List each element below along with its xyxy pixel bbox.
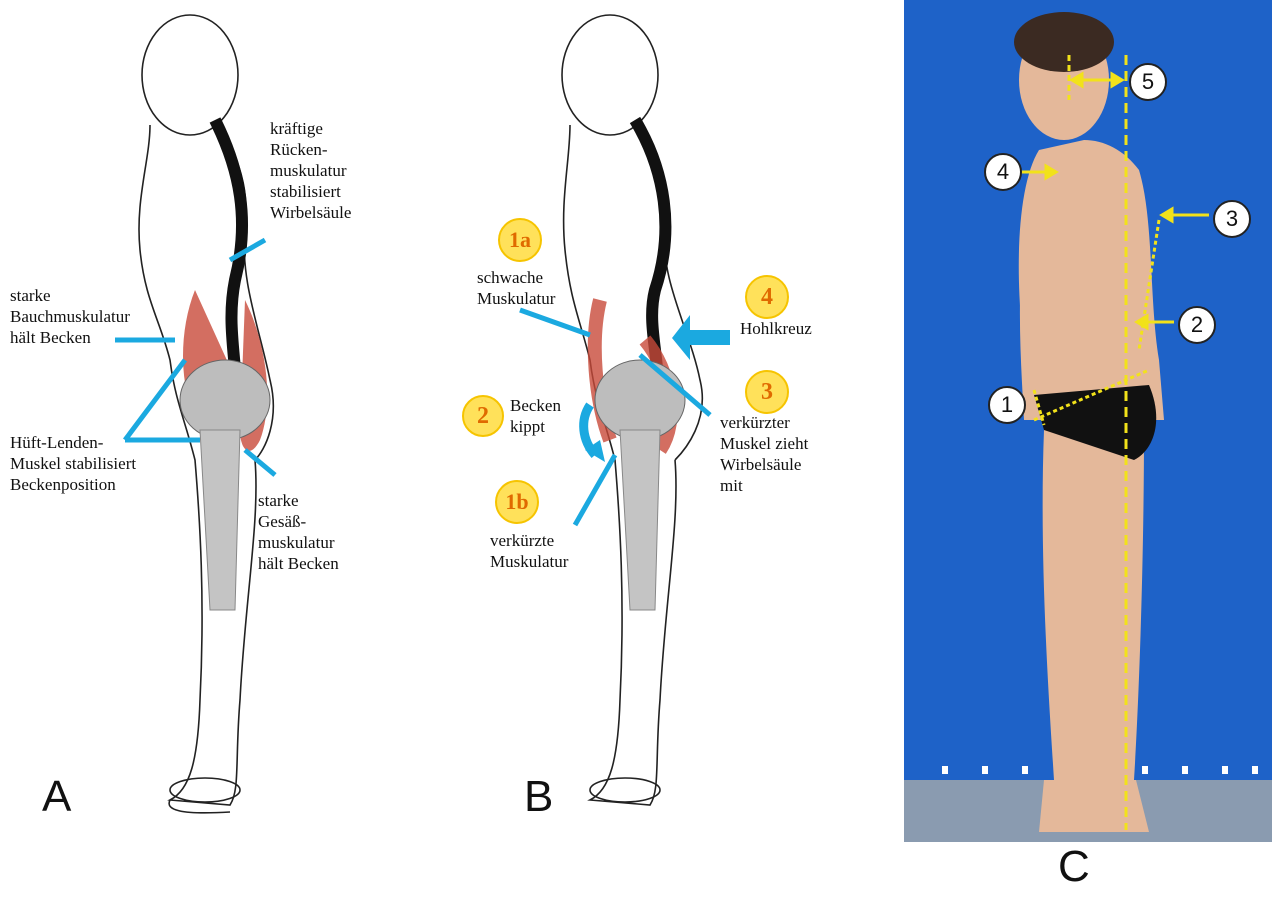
marker-2: 2 — [1178, 306, 1216, 344]
photo-c-drawing — [904, 0, 1272, 842]
badge-1b: 1b — [495, 480, 539, 524]
letter-c: C — [1058, 842, 1090, 892]
label-weak-muscles: schwache Muskulatur — [477, 267, 555, 309]
label-shortened-muscle-pulls-spine: verkürzter Muskel zieht Wirbelsäule mit — [720, 412, 808, 496]
letter-a: A — [42, 772, 71, 822]
label-shortened-muscles: verkürzte Muskulatur — [490, 530, 568, 572]
badge-1a: 1a — [498, 218, 542, 262]
marker-4: 4 — [984, 153, 1022, 191]
label-abdominal-muscles: starke Bauchmuskulatur hält Becken — [10, 285, 130, 348]
marker-5: 5 — [1129, 63, 1167, 101]
label-hip-lumbar-muscle: Hüft-Lenden- Muskel stabilisiert Beckenp… — [10, 432, 136, 495]
figure-b-drawing — [440, 0, 880, 850]
panel-a: kräftige Rücken- muskulatur stabilisiert… — [0, 0, 440, 850]
label-pelvis-tilts: Becken kippt — [510, 395, 561, 437]
badge-2: 2 — [462, 395, 504, 437]
marker-3: 3 — [1213, 200, 1251, 238]
label-back-muscles: kräftige Rücken- muskulatur stabilisiert… — [270, 118, 351, 223]
badge-4: 4 — [745, 275, 789, 319]
figure-a-drawing — [0, 0, 440, 850]
panel-c-photo: 5 4 3 2 1 — [904, 0, 1272, 842]
label-gluteal-muscles: starke Gesäß- muskulatur hält Becken — [258, 490, 339, 574]
marker-1: 1 — [988, 386, 1026, 424]
panel-b: 1a 2 1b 4 3 schwache Muskulatur Becken k… — [440, 0, 880, 850]
letter-b: B — [524, 772, 553, 822]
label-hollow-back: Hohlkreuz — [740, 318, 812, 339]
badge-3: 3 — [745, 370, 789, 414]
